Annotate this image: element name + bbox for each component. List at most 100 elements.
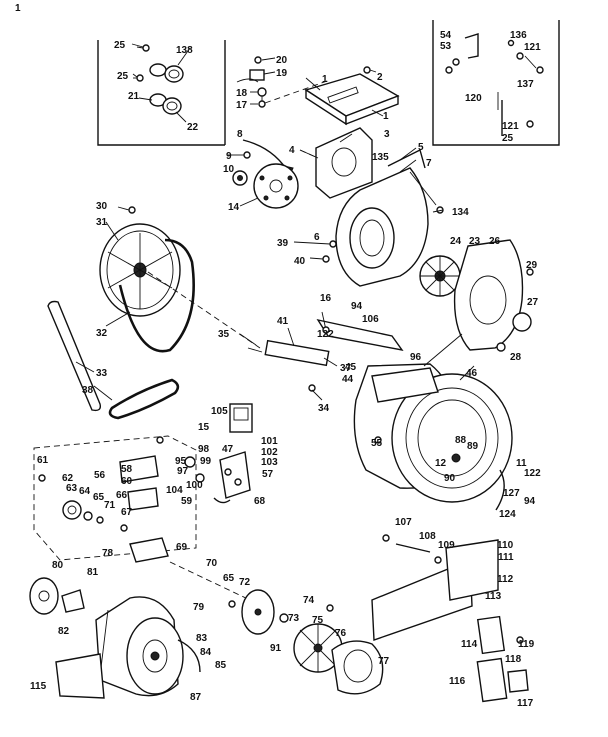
label-110: 110: [497, 540, 514, 551]
label-104: 104: [166, 485, 183, 496]
label-6: 6: [314, 232, 320, 243]
label-68: 68: [254, 496, 266, 507]
label-67: 67: [121, 507, 133, 518]
label-78: 78: [102, 548, 114, 559]
inset-right-parts: [445, 33, 544, 136]
label-26: 26: [489, 236, 501, 247]
label-112: 112: [497, 574, 514, 585]
label-69: 69: [176, 542, 188, 553]
label-116: 116: [449, 676, 466, 687]
label-121: 121: [524, 42, 541, 53]
label-83: 83: [196, 633, 208, 644]
label-33: 33: [96, 368, 108, 379]
label-56: 56: [94, 470, 106, 481]
label-95: 95: [175, 456, 187, 467]
label-81: 81: [87, 567, 99, 578]
label-84: 84: [200, 647, 212, 658]
label-111: 111: [498, 552, 514, 563]
label-134: 134: [452, 207, 469, 218]
label-75: 75: [312, 615, 324, 626]
label-77: 77: [378, 656, 390, 667]
belts: [47, 238, 195, 420]
fan-housing: [279, 604, 384, 695]
label-79: 79: [193, 602, 205, 613]
label-122: 122: [524, 468, 541, 479]
label-22: 22: [187, 122, 199, 133]
label-58: 58: [121, 464, 133, 475]
label-12: 12: [435, 458, 447, 469]
label-46: 46: [466, 368, 478, 379]
hardware-17-20: [236, 56, 267, 108]
label-136: 136: [510, 30, 527, 41]
label-30: 30: [96, 201, 108, 212]
label-11: 11: [516, 458, 527, 469]
label-34: 34: [318, 403, 330, 414]
label-70: 70: [206, 558, 218, 569]
motor-mount-plate: [29, 577, 85, 615]
label-97: 97: [177, 466, 189, 477]
label-120: 120: [465, 93, 482, 104]
inset-left-parts: [133, 44, 184, 115]
label-27: 27: [527, 297, 539, 308]
label-5: 5: [418, 142, 424, 153]
label-101: 101: [261, 436, 278, 447]
label-24: 24: [450, 236, 462, 247]
label-32: 32: [96, 328, 108, 339]
label-89: 89: [467, 441, 479, 452]
label-3: 3: [384, 129, 390, 140]
label-94: 94: [351, 301, 363, 312]
mount-bracket: [299, 127, 373, 199]
label-122: 122: [317, 329, 334, 340]
label-18: 18: [236, 88, 248, 99]
large-pulley-wheel: [99, 206, 181, 317]
label-1: 1: [383, 111, 389, 122]
label-17: 17: [236, 100, 248, 111]
label-72: 72: [239, 577, 251, 588]
label-100: 100: [186, 480, 203, 491]
left-subassembly-outline: [33, 435, 197, 563]
label-85: 85: [215, 660, 227, 671]
label-64: 64: [79, 486, 91, 497]
label-15: 15: [198, 422, 210, 433]
label-37: 37: [340, 363, 352, 374]
inset-box-right: [432, 20, 560, 146]
blower-housing: [322, 148, 444, 287]
impeller-fan: [419, 255, 461, 297]
label-29: 29: [526, 260, 538, 271]
label-53: 53: [440, 41, 452, 52]
label-121: 121: [502, 121, 519, 132]
label-108: 108: [419, 531, 436, 542]
label-35: 35: [218, 329, 230, 340]
label-4: 4: [289, 145, 295, 156]
label-59: 59: [181, 496, 193, 507]
label-99: 99: [200, 456, 212, 467]
label-8: 8: [237, 129, 243, 140]
label-25: 25: [502, 133, 514, 144]
base-bracket: [55, 653, 105, 699]
label-47: 47: [222, 444, 234, 455]
label-40: 40: [294, 256, 306, 267]
leader-lines: [75, 43, 475, 401]
label-98: 98: [198, 444, 210, 455]
label-114: 114: [461, 639, 478, 650]
label-82: 82: [58, 626, 70, 637]
label-105: 105: [211, 406, 228, 417]
label-9: 9: [226, 151, 232, 162]
label-71: 71: [104, 500, 116, 511]
label-80: 80: [52, 560, 64, 571]
side-plates: [476, 615, 529, 703]
label-38: 38: [82, 385, 94, 396]
label-55: 55: [371, 438, 383, 449]
motor: [95, 596, 201, 697]
label-119: 119: [518, 639, 535, 650]
label-20: 20: [276, 55, 288, 66]
label-107: 107: [395, 517, 412, 528]
blower-cover: [453, 239, 534, 352]
label-91: 91: [270, 643, 282, 654]
main-drum: [353, 363, 513, 511]
mount-rail: [316, 311, 404, 352]
label-61: 61: [37, 455, 49, 466]
label-76: 76: [335, 628, 347, 639]
inset-box-left: [97, 40, 294, 177]
label-21: 21: [128, 91, 140, 102]
